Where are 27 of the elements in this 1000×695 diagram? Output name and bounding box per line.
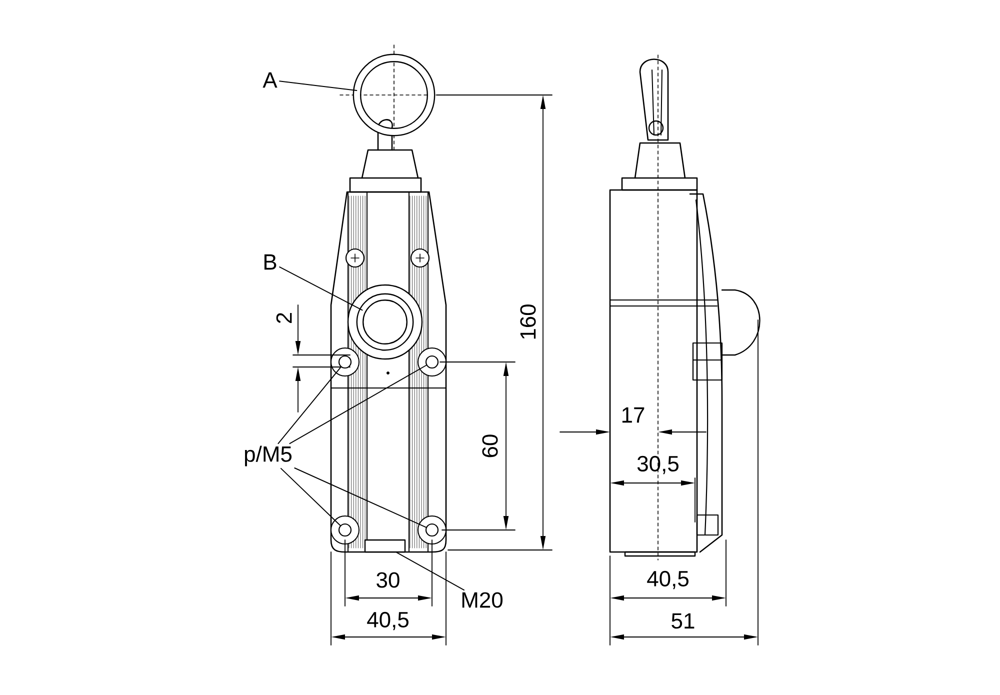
leader-line <box>294 468 427 528</box>
mounting-hole <box>338 355 352 369</box>
mounting-hole <box>338 523 352 537</box>
callout-label: B <box>264 254 276 270</box>
cable-gland <box>356 293 414 351</box>
dimension-label: 60 <box>482 434 498 458</box>
callout-label: p/M5 <box>244 446 292 466</box>
dimension-label: 40,5 <box>367 612 408 630</box>
dimension-label: 160 <box>520 304 536 339</box>
dimension-label: 30,5 <box>637 456 678 474</box>
ring <box>352 54 436 136</box>
callout-label: M20 <box>462 592 503 608</box>
leader-line <box>278 366 342 444</box>
dimension-label: 51 <box>672 613 694 629</box>
leader-line <box>279 266 363 311</box>
leader-line <box>396 552 465 590</box>
mounting-hole <box>425 523 439 537</box>
leader-line <box>279 80 358 91</box>
leader-line <box>280 468 341 526</box>
dimension-label: 40,5 <box>647 570 688 590</box>
slot <box>364 539 406 553</box>
callout-label: A <box>262 72 278 88</box>
leader-line <box>289 364 427 444</box>
dimension-label: 30 <box>376 572 400 588</box>
mounting-hole <box>425 355 439 369</box>
dimension-label: 2 <box>276 312 292 323</box>
dimension-label: 17 <box>622 407 644 423</box>
